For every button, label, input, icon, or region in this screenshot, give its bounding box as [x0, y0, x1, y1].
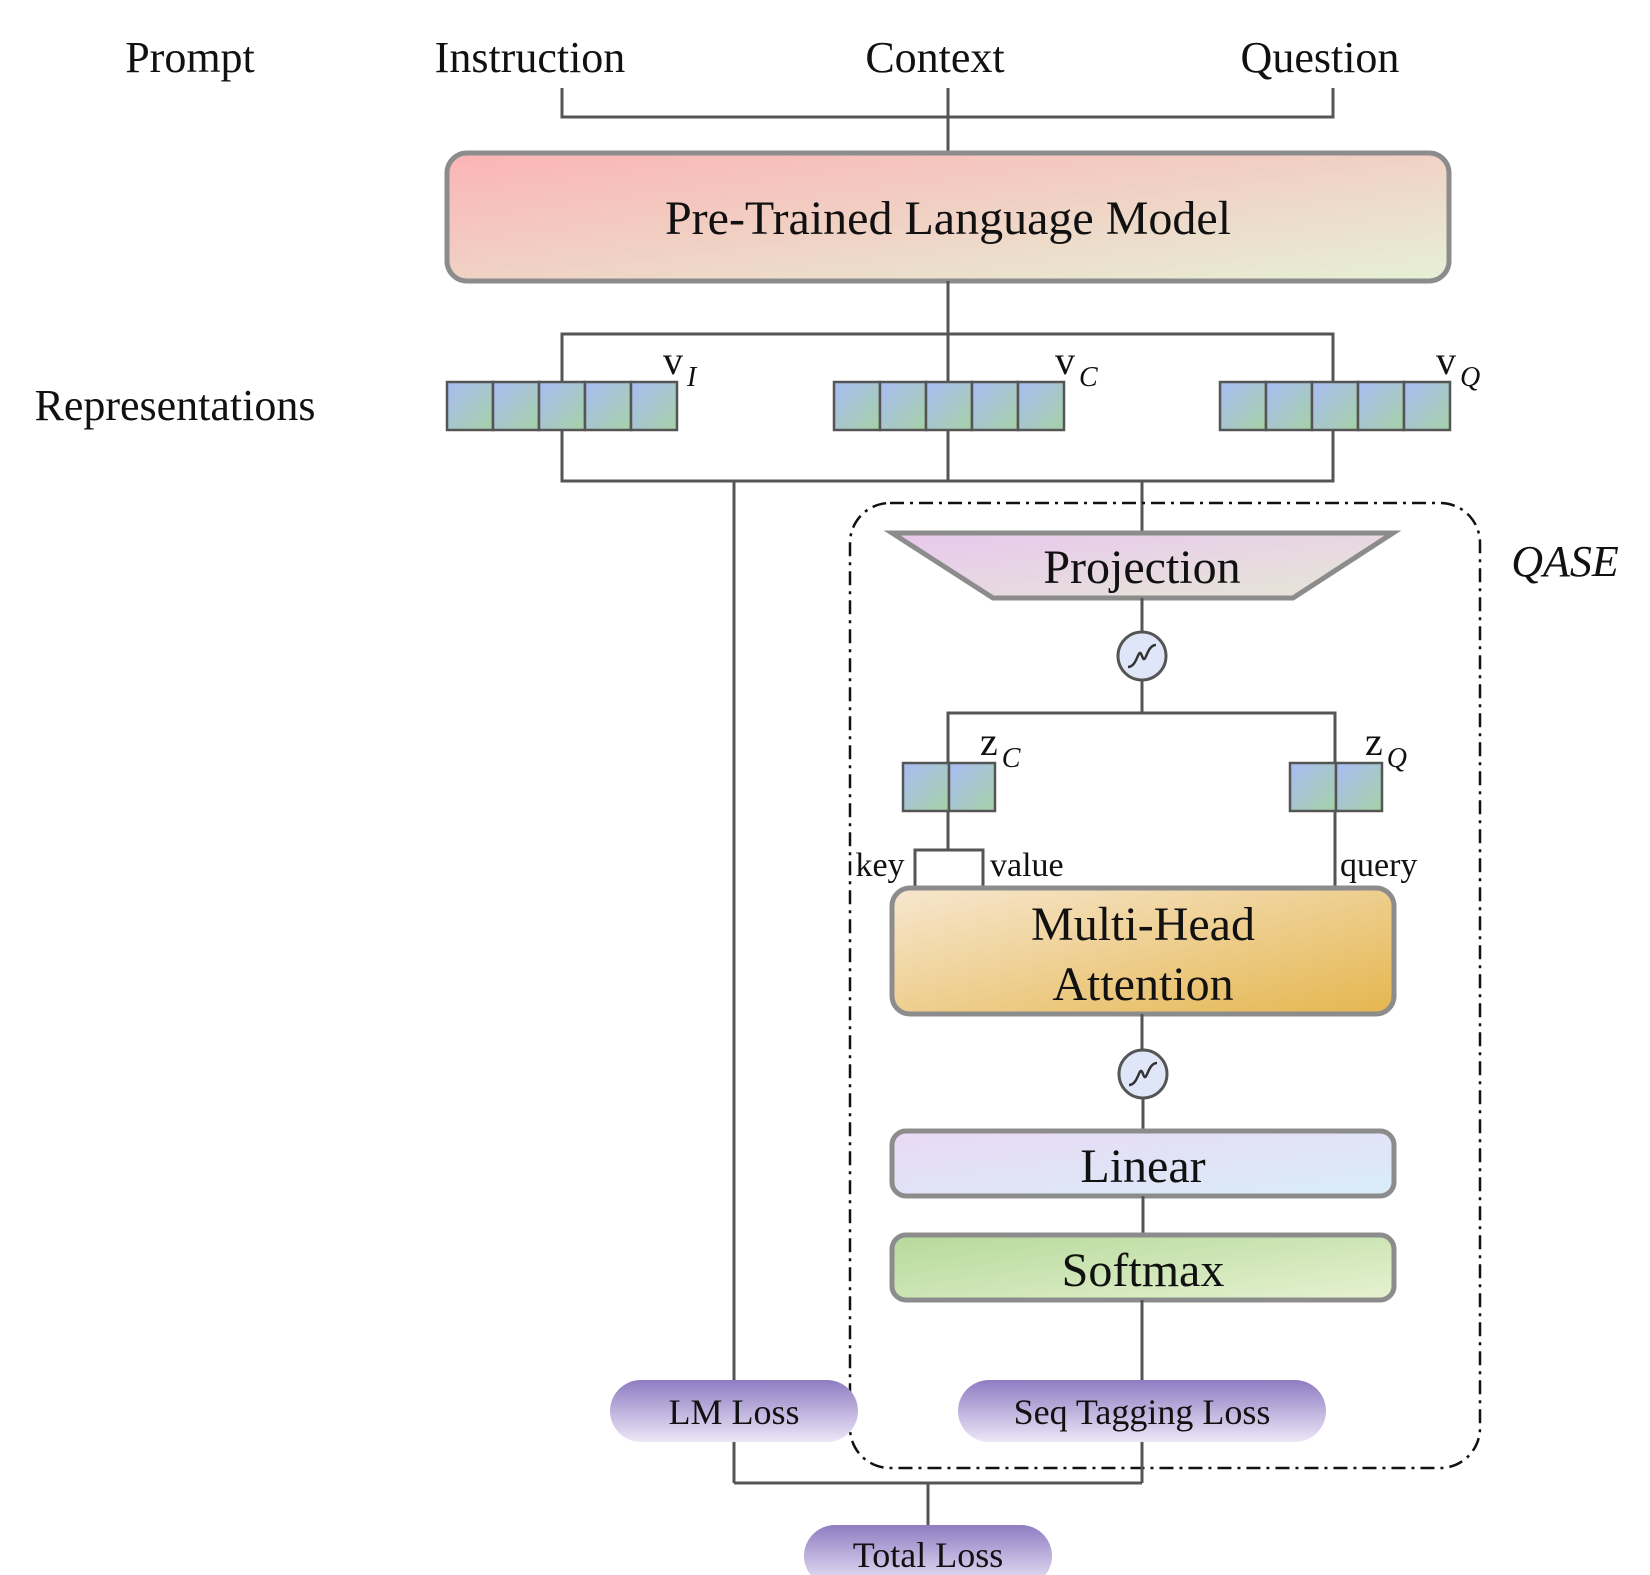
vector-vC-base: v	[1055, 338, 1075, 383]
svg-text:zC: zC	[980, 719, 1021, 774]
seq-tagging-loss-label: Seq Tagging Loss	[1014, 1392, 1271, 1432]
prompt-label: Prompt	[125, 33, 255, 82]
context-label: Context	[865, 33, 1004, 82]
multi-head-attention-label-line2: Attention	[1052, 958, 1233, 1011]
qase-module-boundary	[848, 501, 1482, 1470]
pretrained-language-model-label: Pre-Trained Language Model	[665, 192, 1231, 245]
sigmoid-activation-icon	[1117, 1048, 1169, 1100]
sigmoid-activation-icon	[1116, 630, 1168, 682]
lm-loss-label: LM Loss	[668, 1392, 799, 1432]
vector-vQ-sub: Q	[1460, 362, 1480, 393]
vector-vQ-base: v	[1436, 338, 1456, 383]
svg-text:zQ: zQ	[1365, 719, 1407, 774]
softmax-box: Softmax	[889, 1232, 1397, 1303]
projection-label: Projection	[1043, 541, 1240, 594]
softmax-label: Softmax	[1062, 1244, 1225, 1297]
representation-connectors	[560, 281, 1335, 1483]
total-loss-label: Total Loss	[853, 1535, 1003, 1575]
lm-loss-pill: LM Loss	[610, 1380, 858, 1442]
query-label: query	[1340, 847, 1417, 884]
pretrained-language-model-box: Pre-Trained Language Model	[444, 150, 1452, 284]
seq-tagging-loss-pill: Seq Tagging Loss	[958, 1380, 1326, 1442]
instruction-label: Instruction	[435, 33, 626, 82]
projection-box: Projection	[883, 530, 1402, 601]
vector-zQ-base: z	[1365, 719, 1383, 764]
question-label: Question	[1241, 33, 1400, 82]
linear-box: Linear	[889, 1128, 1397, 1199]
vector-vI-base: v	[663, 338, 683, 383]
svg-text:vI: vI	[663, 338, 698, 393]
multi-head-attention-label-line1: Multi-Head	[1031, 898, 1255, 951]
vector-vC-sub: C	[1079, 362, 1098, 393]
svg-text:vQ: vQ	[1436, 338, 1480, 393]
vector-zQ-sub: Q	[1387, 743, 1407, 774]
vector-vI-sub: I	[686, 362, 698, 393]
key-label: key	[855, 847, 904, 884]
value-label: value	[990, 847, 1064, 884]
qase-label: QASE	[1511, 537, 1619, 586]
total-loss-pill: Total Loss	[804, 1525, 1052, 1575]
attention-input-connectors	[913, 811, 1337, 888]
z-split-connectors	[946, 680, 1337, 763]
representations-label: Representations	[34, 381, 315, 430]
vector-zC-base: z	[980, 719, 998, 764]
svg-text:vC: vC	[1055, 338, 1098, 393]
linear-label: Linear	[1080, 1140, 1205, 1193]
vector-zC-sub: C	[1002, 743, 1021, 774]
multi-head-attention-box: Multi-Head Attention	[889, 885, 1397, 1017]
input-connectors	[560, 88, 1335, 153]
